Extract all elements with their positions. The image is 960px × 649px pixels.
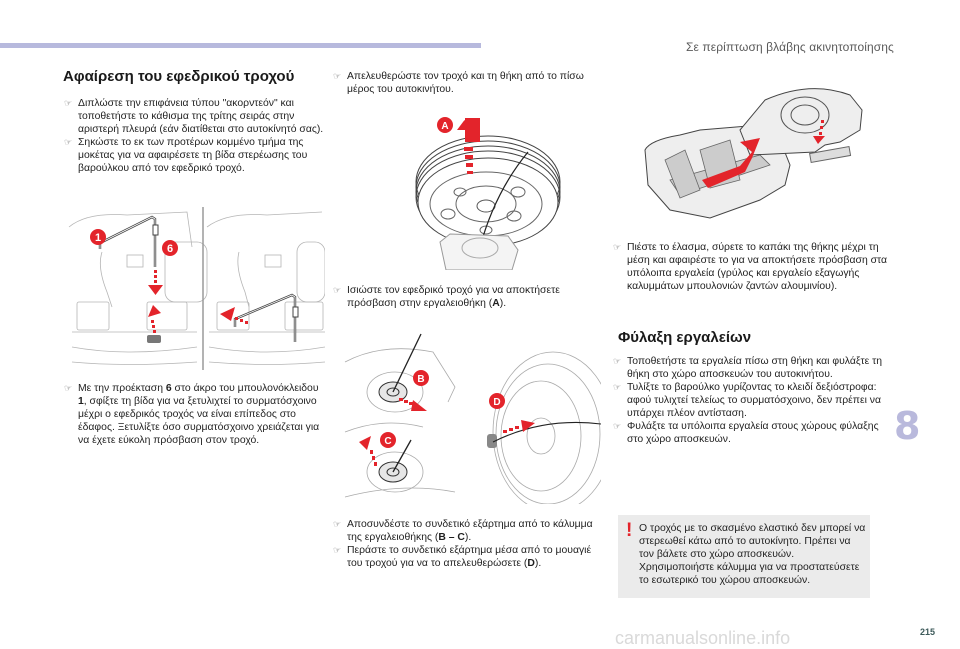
watermark: carmanualsonline.info <box>615 628 791 648</box>
marker-D: D <box>489 393 505 409</box>
svg-text:A: A <box>441 121 448 132</box>
hand-pointer-icon: ☞ <box>613 382 622 392</box>
marker-6: 6 <box>162 240 178 256</box>
warning-exclamation-icon: ! <box>626 520 633 541</box>
figure-spare-wheel-lift: A <box>415 117 561 270</box>
list-item: ☞Πιέστε το έλασμα, σύρετε το καπάκι της … <box>613 242 887 292</box>
list-item: ☞Σηκώστε το εκ των προτέρων κομμένο τμήμ… <box>64 137 308 174</box>
right-bullets: ☞Τοποθετήστε τα εργαλεία πίσω στη θήκη κ… <box>613 355 883 446</box>
hand-pointer-icon: ☞ <box>613 242 622 252</box>
hand-pointer-icon: ☞ <box>333 285 342 295</box>
figure-boot-wrench: 1 6 <box>68 207 325 370</box>
hand-pointer-icon: ☞ <box>64 98 73 108</box>
marker-C: C <box>380 432 396 448</box>
chapter-number: 8 <box>894 404 921 448</box>
hand-pointer-icon: ☞ <box>333 545 342 555</box>
warning-note: ! Ο τροχός με το σκασμένο ελαστικό δεν μ… <box>618 515 870 598</box>
list-item: ☞Τοποθετήστε τα εργαλεία πίσω στη θήκη κ… <box>613 356 882 380</box>
svg-text:D: D <box>493 397 500 408</box>
heading-tool-storage: Φύλαξη εργαλείων <box>618 329 752 346</box>
svg-text:6: 6 <box>167 243 173 255</box>
list-item: ☞Διπλώστε την επιφάνεια τύπου "ακορντεόν… <box>64 98 324 135</box>
list-item: ☞Περάστε το συνδετικό εξάρτημα μέσα από … <box>333 545 592 569</box>
heading-remove-spare-wheel: Αφαίρεση του εφεδρικού τροχού <box>63 68 295 85</box>
left-bullet-3: ☞Με την προέκταση 6 στο άκρο του μπουλον… <box>64 382 326 447</box>
header-accent-bar <box>0 43 481 48</box>
hand-pointer-icon: ☞ <box>613 356 622 366</box>
marker-B: B <box>413 370 429 386</box>
middle-bullets-3-4: ☞Αποσυνδέστε το συνδετικό εξάρτημα από τ… <box>333 518 608 570</box>
hand-pointer-icon: ☞ <box>613 421 622 431</box>
svg-text:B: B <box>417 374 424 385</box>
warning-note-text: Ο τροχός με το σκασμένο ελαστικό δεν μπο… <box>639 523 866 586</box>
middle-bullet-2: ☞Ισιώστε τον εφεδρικό τροχό για να αποκτ… <box>333 284 603 310</box>
list-item: ☞Με την προέκταση 6 στο άκρο του μπουλον… <box>64 383 320 446</box>
hand-pointer-icon: ☞ <box>333 71 342 81</box>
list-item: ☞Αποσυνδέστε το συνδετικό εξάρτημα από τ… <box>333 519 593 543</box>
figure-disconnect-fitting: B C D <box>344 333 601 504</box>
list-item: ☞Ισιώστε τον εφεδρικό τροχό για να αποκτ… <box>333 285 560 309</box>
list-item: ☞Τυλίξτε το βαρούλκο γυρίζοντας το κλειδ… <box>613 382 881 419</box>
section-title: Σε περίπτωση βλάβης ακινητοποίησης <box>686 40 894 54</box>
hand-pointer-icon: ☞ <box>64 383 73 393</box>
list-item: ☞Απελευθερώστε τον τροχό και τη θήκη από… <box>333 71 584 95</box>
middle-bullet-1: ☞Απελευθερώστε τον τροχό και τη θήκη από… <box>333 70 603 96</box>
hand-pointer-icon: ☞ <box>333 519 342 529</box>
list-item: ☞Φυλάξτε τα υπόλοιπα εργαλεία στους χώρο… <box>613 421 879 445</box>
marker-A: A <box>437 117 453 133</box>
left-bullets: ☞Διπλώστε την επιφάνεια τύπου "ακορντεόν… <box>64 97 326 175</box>
marker-1: 1 <box>90 229 106 245</box>
right-bullet-1: ☞Πιέστε το έλασμα, σύρετε το καπάκι της … <box>613 241 888 293</box>
svg-text:C: C <box>384 436 391 447</box>
svg-text:1: 1 <box>95 232 101 244</box>
page-number: 215 <box>920 627 936 637</box>
hand-pointer-icon: ☞ <box>64 137 73 147</box>
figure-toolbox <box>644 88 863 219</box>
